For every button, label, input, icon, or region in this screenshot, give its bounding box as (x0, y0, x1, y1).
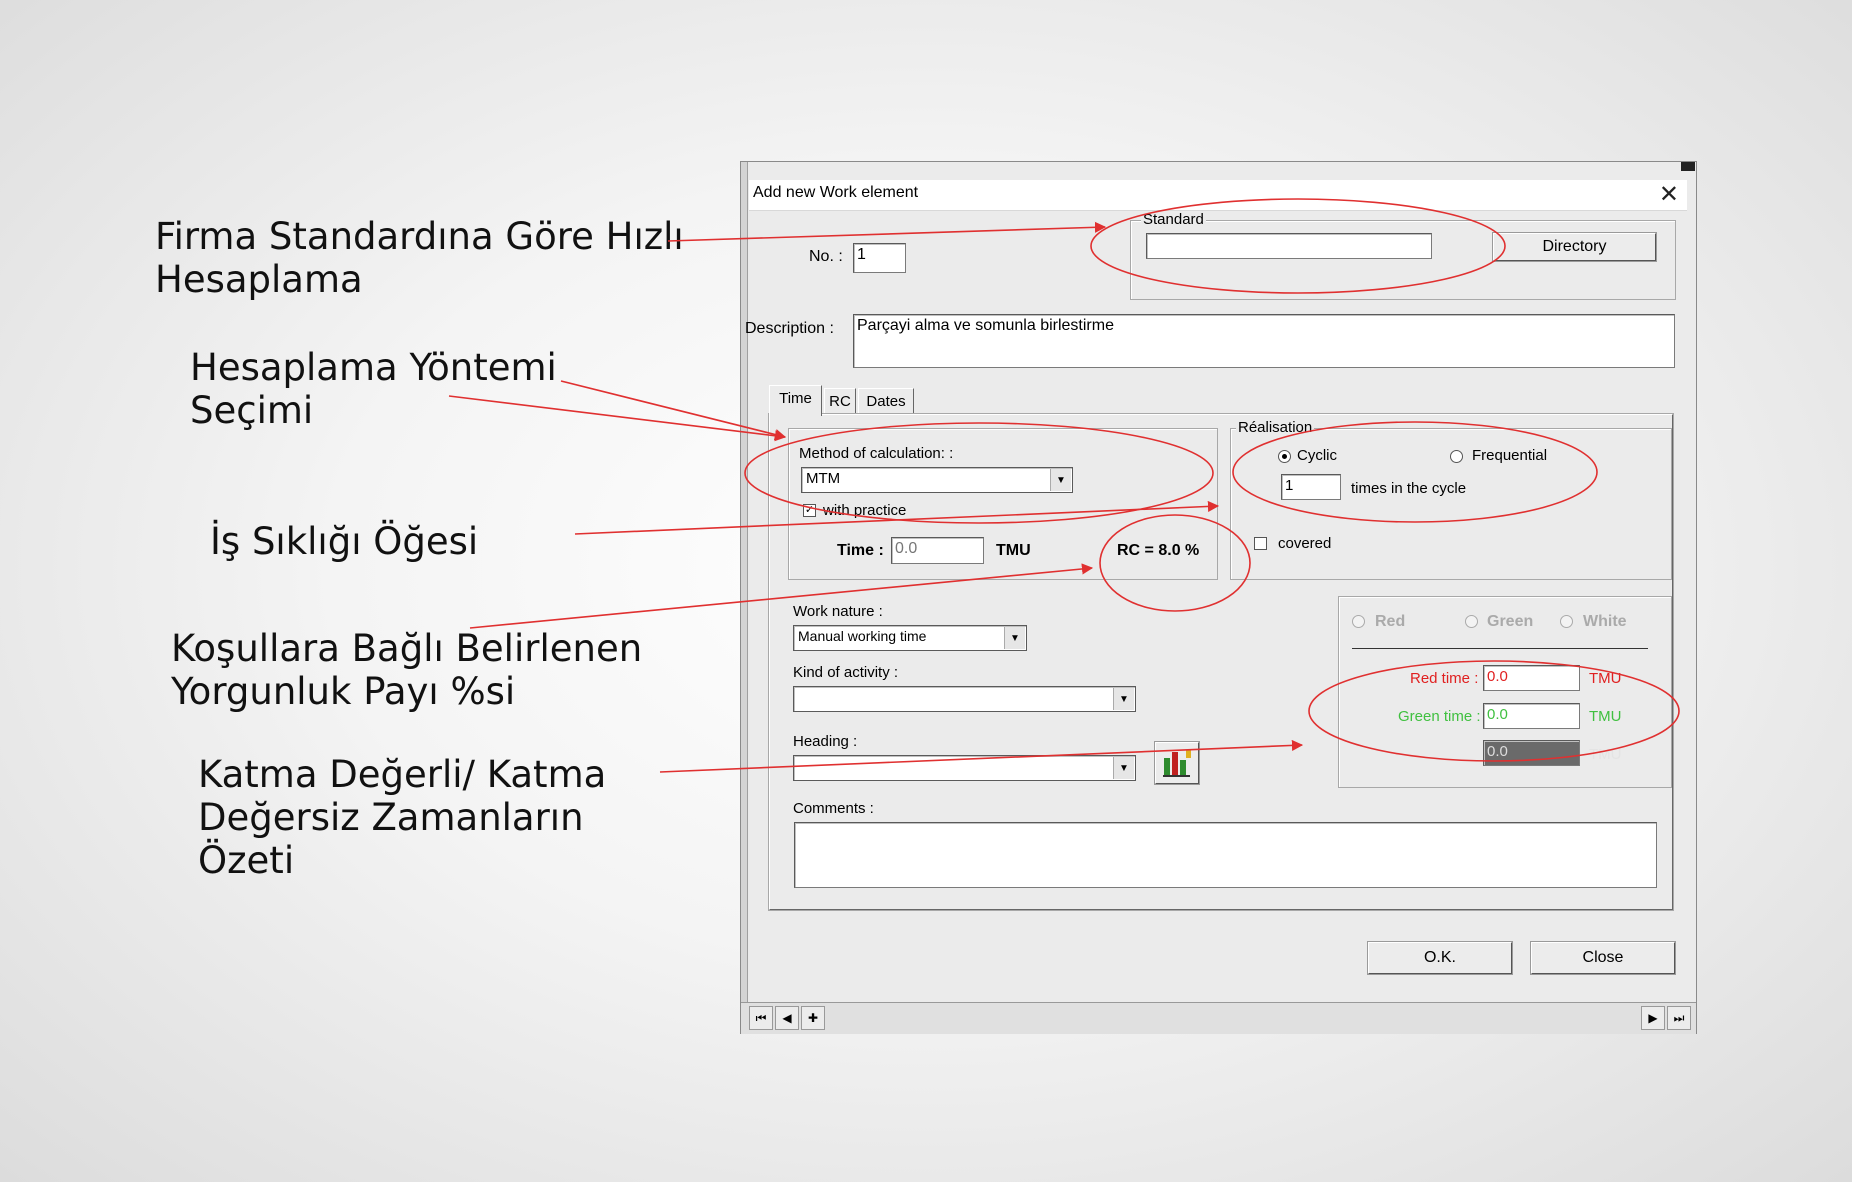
description-label: Description : (745, 320, 834, 337)
white-option-label: White (1583, 613, 1627, 630)
cyclic-radio[interactable] (1278, 450, 1291, 463)
annotation-method: Hesaplama Yöntemi Seçimi (190, 346, 557, 432)
next-record-icon[interactable]: ▶ (1641, 1006, 1665, 1030)
directory-button[interactable]: Directory (1492, 232, 1657, 262)
tab-rc[interactable]: RC (824, 388, 856, 415)
no-label: No. : (809, 248, 843, 265)
no-field[interactable]: 1 (853, 243, 906, 273)
comments-field[interactable] (794, 822, 1657, 888)
method-select[interactable]: MTM ▼ (801, 467, 1073, 493)
first-record-icon[interactable]: ⏮ (749, 1006, 773, 1030)
chevron-down-icon[interactable]: ▼ (1113, 688, 1134, 710)
heading-label: Heading : (793, 733, 858, 750)
frequential-radio[interactable] (1450, 450, 1463, 463)
time-field[interactable]: 0.0 (891, 537, 984, 564)
title-bar: Add new Work element ✕ (749, 180, 1687, 211)
red-time-unit: TMU (1589, 670, 1622, 687)
dialog-title: Add new Work element (753, 184, 919, 201)
annotation-line: Koşullara Bağlı Belirlenen (171, 627, 643, 670)
close-icon[interactable]: ✕ (1658, 181, 1679, 208)
work-nature-select[interactable]: Manual working time ▼ (793, 625, 1027, 651)
red-time-label: Red time : (1410, 670, 1479, 687)
rc-value: RC = 8.0 % (1117, 542, 1200, 559)
with-practice-checkbox[interactable]: ✓ (803, 504, 816, 517)
covered-label: covered (1278, 535, 1332, 552)
ok-button[interactable]: O.K. (1367, 941, 1513, 975)
green-time-unit: TMU (1589, 708, 1622, 725)
green-time-field[interactable]: 0.0 (1483, 703, 1580, 729)
description-field[interactable]: Parçayi alma ve somunla birlestirme (853, 314, 1675, 368)
green-time-label: Green time : (1398, 708, 1481, 725)
annotation-line: Seçimi (190, 389, 314, 432)
chevron-down-icon[interactable]: ▼ (1050, 469, 1071, 491)
annotation-line: Özeti (198, 839, 295, 882)
covered-checkbox[interactable] (1254, 537, 1267, 550)
last-record-icon[interactable]: ⏭ (1667, 1006, 1691, 1030)
kind-of-activity-select[interactable]: ▼ (793, 686, 1136, 712)
time-label: Time : (837, 542, 884, 559)
annotation-fatigue: Koşullara Bağlı Belirlenen Yorgunluk Pay… (171, 627, 642, 713)
realisation-group-title: Réalisation (1236, 419, 1315, 436)
annotation-standard: Firma Standardına Göre Hızlı Hesaplama (155, 215, 684, 301)
with-practice-label: with practice (823, 502, 907, 519)
tab-time[interactable]: Time (769, 385, 822, 416)
standard-group-title: Standard (1141, 211, 1206, 228)
time-unit: TMU (996, 542, 1031, 559)
left-strip (741, 162, 748, 1033)
window-corner-mark (1681, 162, 1695, 171)
work-nature-label: Work nature : (793, 603, 883, 620)
red-option-label: Red (1375, 613, 1406, 630)
tab-dates[interactable]: Dates (858, 388, 914, 415)
work-nature-value: Manual working time (798, 628, 927, 644)
heading-tool-button[interactable] (1154, 741, 1200, 785)
annotation-line: Yorgunluk Payı %si (171, 670, 516, 713)
previous-record-icon[interactable]: ◀ (775, 1006, 799, 1030)
annotation-frequency: İş Sıklığı Öğesi (210, 520, 478, 563)
heading-select[interactable]: ▼ (793, 755, 1136, 781)
annotation-line: İş Sıklığı Öğesi (210, 520, 479, 563)
cycle-count-field[interactable]: 1 (1281, 474, 1341, 500)
nav-bar (741, 1002, 1696, 1034)
red-time-field[interactable]: 0.0 (1483, 665, 1580, 691)
add-record-icon[interactable]: ✚ (801, 1006, 825, 1030)
white-time-field: 0.0 (1483, 740, 1580, 766)
white-radio[interactable] (1560, 615, 1573, 628)
cyclic-label: Cyclic (1297, 447, 1337, 464)
chart-icon (1163, 750, 1191, 777)
red-radio[interactable] (1352, 615, 1365, 628)
chevron-down-icon[interactable]: ▼ (1113, 757, 1134, 779)
annotation-line: Hesaplama (155, 258, 363, 301)
dialog-window: Add new Work element ✕ No. : 1 Standard … (740, 161, 1697, 1034)
annotation-line: Değersiz Zamanların (198, 796, 584, 839)
method-select-value: MTM (806, 470, 841, 487)
frequential-label: Frequential (1472, 447, 1548, 464)
green-radio[interactable] (1465, 615, 1478, 628)
close-button[interactable]: Close (1530, 941, 1676, 975)
times-in-cycle-label: times in the cycle (1351, 480, 1467, 497)
color-divider (1352, 648, 1648, 649)
green-option-label: Green (1487, 613, 1534, 630)
white-time-unit: TMU (1589, 746, 1622, 763)
kind-of-activity-label: Kind of activity : (793, 664, 899, 681)
standard-field[interactable] (1146, 233, 1432, 259)
annotation-line: Hesaplama Yöntemi (190, 346, 557, 389)
chevron-down-icon[interactable]: ▼ (1004, 627, 1025, 649)
annotation-line: Katma Değerli/ Katma (198, 753, 607, 796)
method-label: Method of calculation: : (799, 445, 954, 462)
comments-label: Comments : (793, 800, 874, 817)
annotation-summary: Katma Değerli/ Katma Değersiz Zamanların… (198, 753, 606, 882)
annotation-line: Firma Standardına Göre Hızlı (155, 215, 684, 258)
